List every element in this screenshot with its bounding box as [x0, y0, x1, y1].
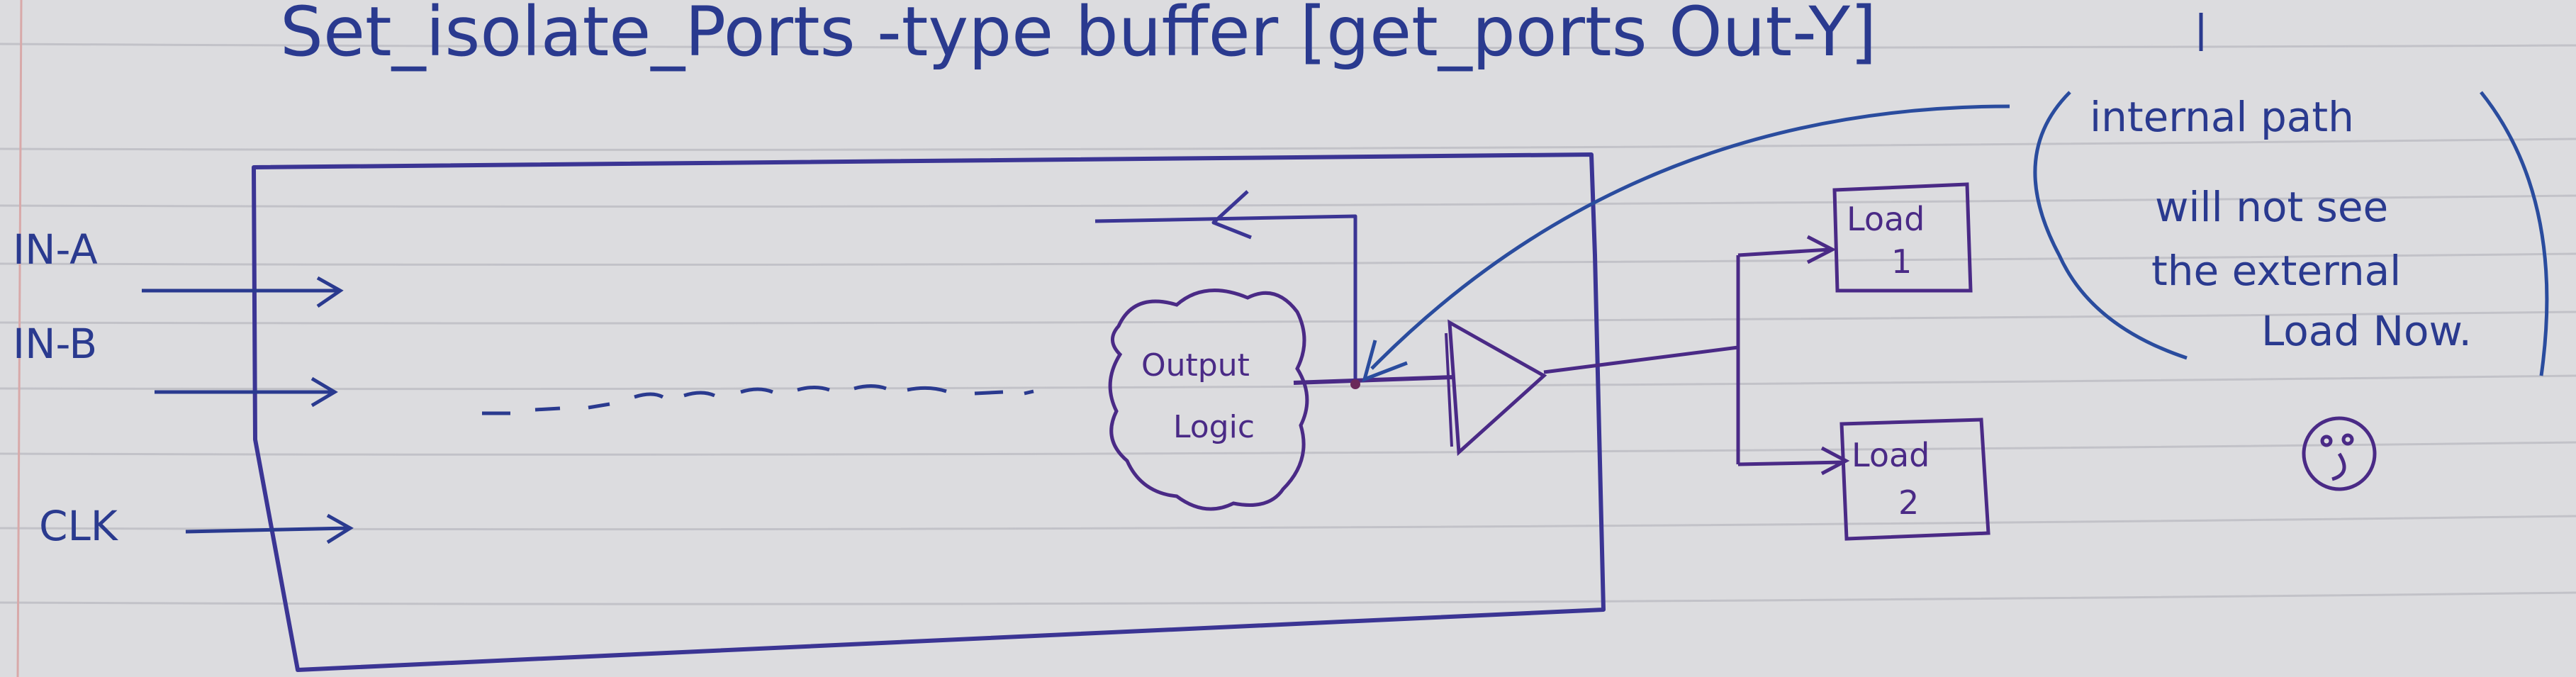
- title-text: Set_isolate_Ports -type buffer [get_port…: [280, 0, 1876, 72]
- input-label-in-a: IN-A: [13, 225, 98, 274]
- load-2-label: Load: [1852, 436, 1930, 474]
- input-arrow-clk: [185, 513, 354, 544]
- note-left-bracket: [2033, 91, 2188, 360]
- note-line-1: internal path: [2090, 93, 2354, 141]
- load-1: Load 1: [1832, 182, 1973, 293]
- load-2-number: 2: [1898, 483, 1919, 522]
- internal-dashed-path: [482, 384, 1034, 415]
- note-line-2: will not see: [2155, 183, 2388, 231]
- load-2: Load 2: [1839, 418, 1990, 541]
- load-1-number: 1: [1891, 242, 1912, 281]
- buffer-bar: [1445, 332, 1453, 447]
- margin-line: [16, 0, 23, 677]
- input-label-clk: CLK: [39, 502, 119, 550]
- load-1-box: [1832, 182, 1973, 293]
- logic-label-output: Output: [1141, 347, 1250, 384]
- input-label-in-b: IN-B: [13, 320, 97, 368]
- note-right-bracket: [2480, 91, 2549, 376]
- input-arrow-in-a: [142, 276, 344, 308]
- buffer-input-wire: [1293, 375, 1454, 385]
- main-block: [252, 152, 1606, 672]
- output-net-wire: [1543, 235, 1850, 476]
- note-pointer-arrow: [1362, 104, 2010, 383]
- note-line-3: the external: [2151, 247, 2401, 295]
- ruled-lines: [0, 43, 2576, 605]
- load-2-box: [1839, 418, 1990, 541]
- isolation-buffer-triangle: [1447, 319, 1547, 457]
- input-arrow-in-b: [155, 376, 338, 408]
- input-ports: IN-A IN-B CLK: [13, 225, 354, 550]
- internal-node: [1350, 379, 1360, 389]
- note-line-4: Load Now.: [2261, 307, 2472, 355]
- load-1-label: Load: [1847, 200, 1925, 238]
- smiley-face-icon: [2302, 416, 2377, 491]
- feedback-loop: [1094, 190, 1357, 383]
- logic-label-logic: Logic: [1173, 409, 1255, 445]
- output-logic-cloud: [1108, 289, 1309, 511]
